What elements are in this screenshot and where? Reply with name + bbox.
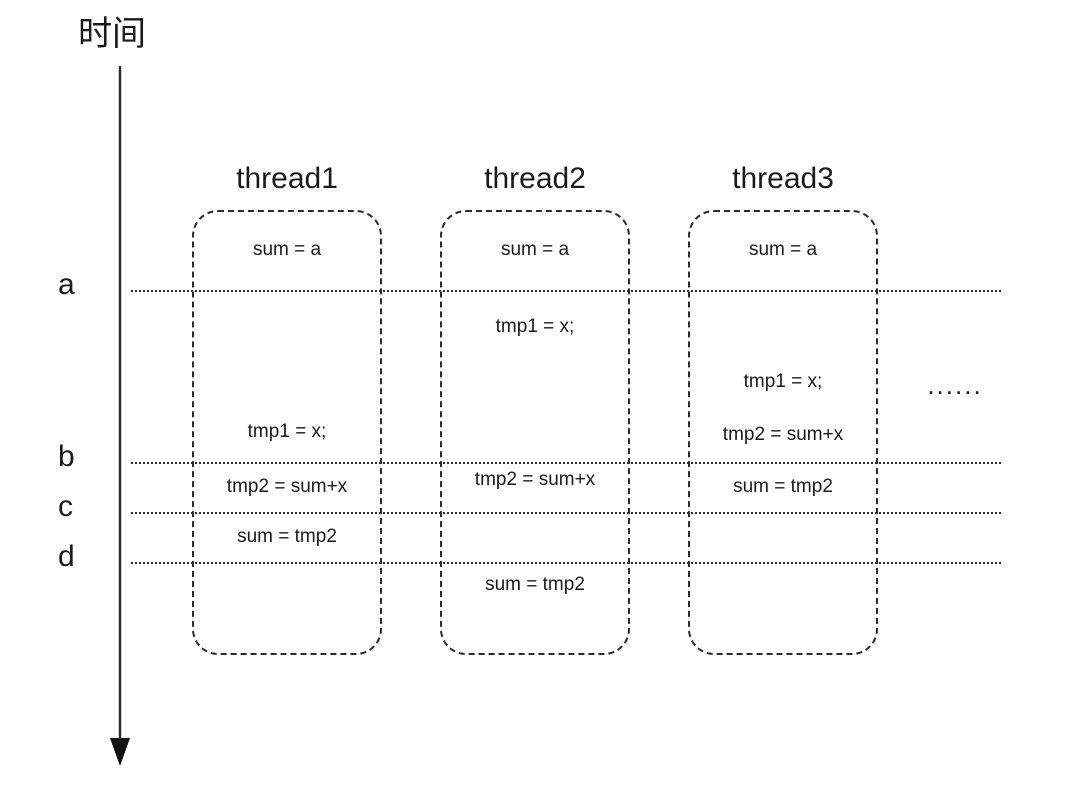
thread-1-statement: tmp2 = sum+x [226, 476, 348, 497]
thread-box-2 [440, 210, 630, 655]
thread-2-statement: tmp2 = sum+x [474, 469, 596, 490]
thread-header-1: thread1 [236, 162, 338, 195]
time-marker-line-d [131, 562, 1001, 564]
thread-2-statement: sum = a [500, 239, 570, 260]
time-marker-line-c [131, 512, 1001, 514]
time-marker-label-b: b [58, 440, 75, 473]
thread-1-statement: tmp1 = x; [247, 421, 327, 442]
axis-title: 时间 [78, 15, 146, 53]
time-marker-label-c: c [58, 490, 73, 523]
thread-header-3: thread3 [732, 162, 834, 195]
thread-2-statement: tmp1 = x; [495, 316, 575, 337]
thread-3-statement: sum = a [748, 239, 818, 260]
thread-box-1 [192, 210, 382, 655]
more-threads-ellipsis: ...... [927, 370, 983, 400]
thread-1-statement: sum = tmp2 [237, 526, 337, 547]
thread-3-statement: sum = tmp2 [733, 476, 833, 497]
time-marker-label-a: a [58, 268, 75, 301]
thread-box-3 [688, 210, 878, 655]
time-marker-line-a [131, 290, 1001, 292]
time-marker-label-d: d [58, 540, 75, 573]
thread-header-2: thread2 [484, 162, 586, 195]
thread-3-statement: tmp2 = sum+x [722, 424, 844, 445]
thread-1-statement: sum = a [252, 239, 322, 260]
thread-3-statement: tmp1 = x; [743, 371, 823, 392]
time-axis-arrow [110, 66, 130, 766]
time-marker-line-b [131, 462, 1001, 464]
thread-2-statement: sum = tmp2 [485, 574, 585, 595]
